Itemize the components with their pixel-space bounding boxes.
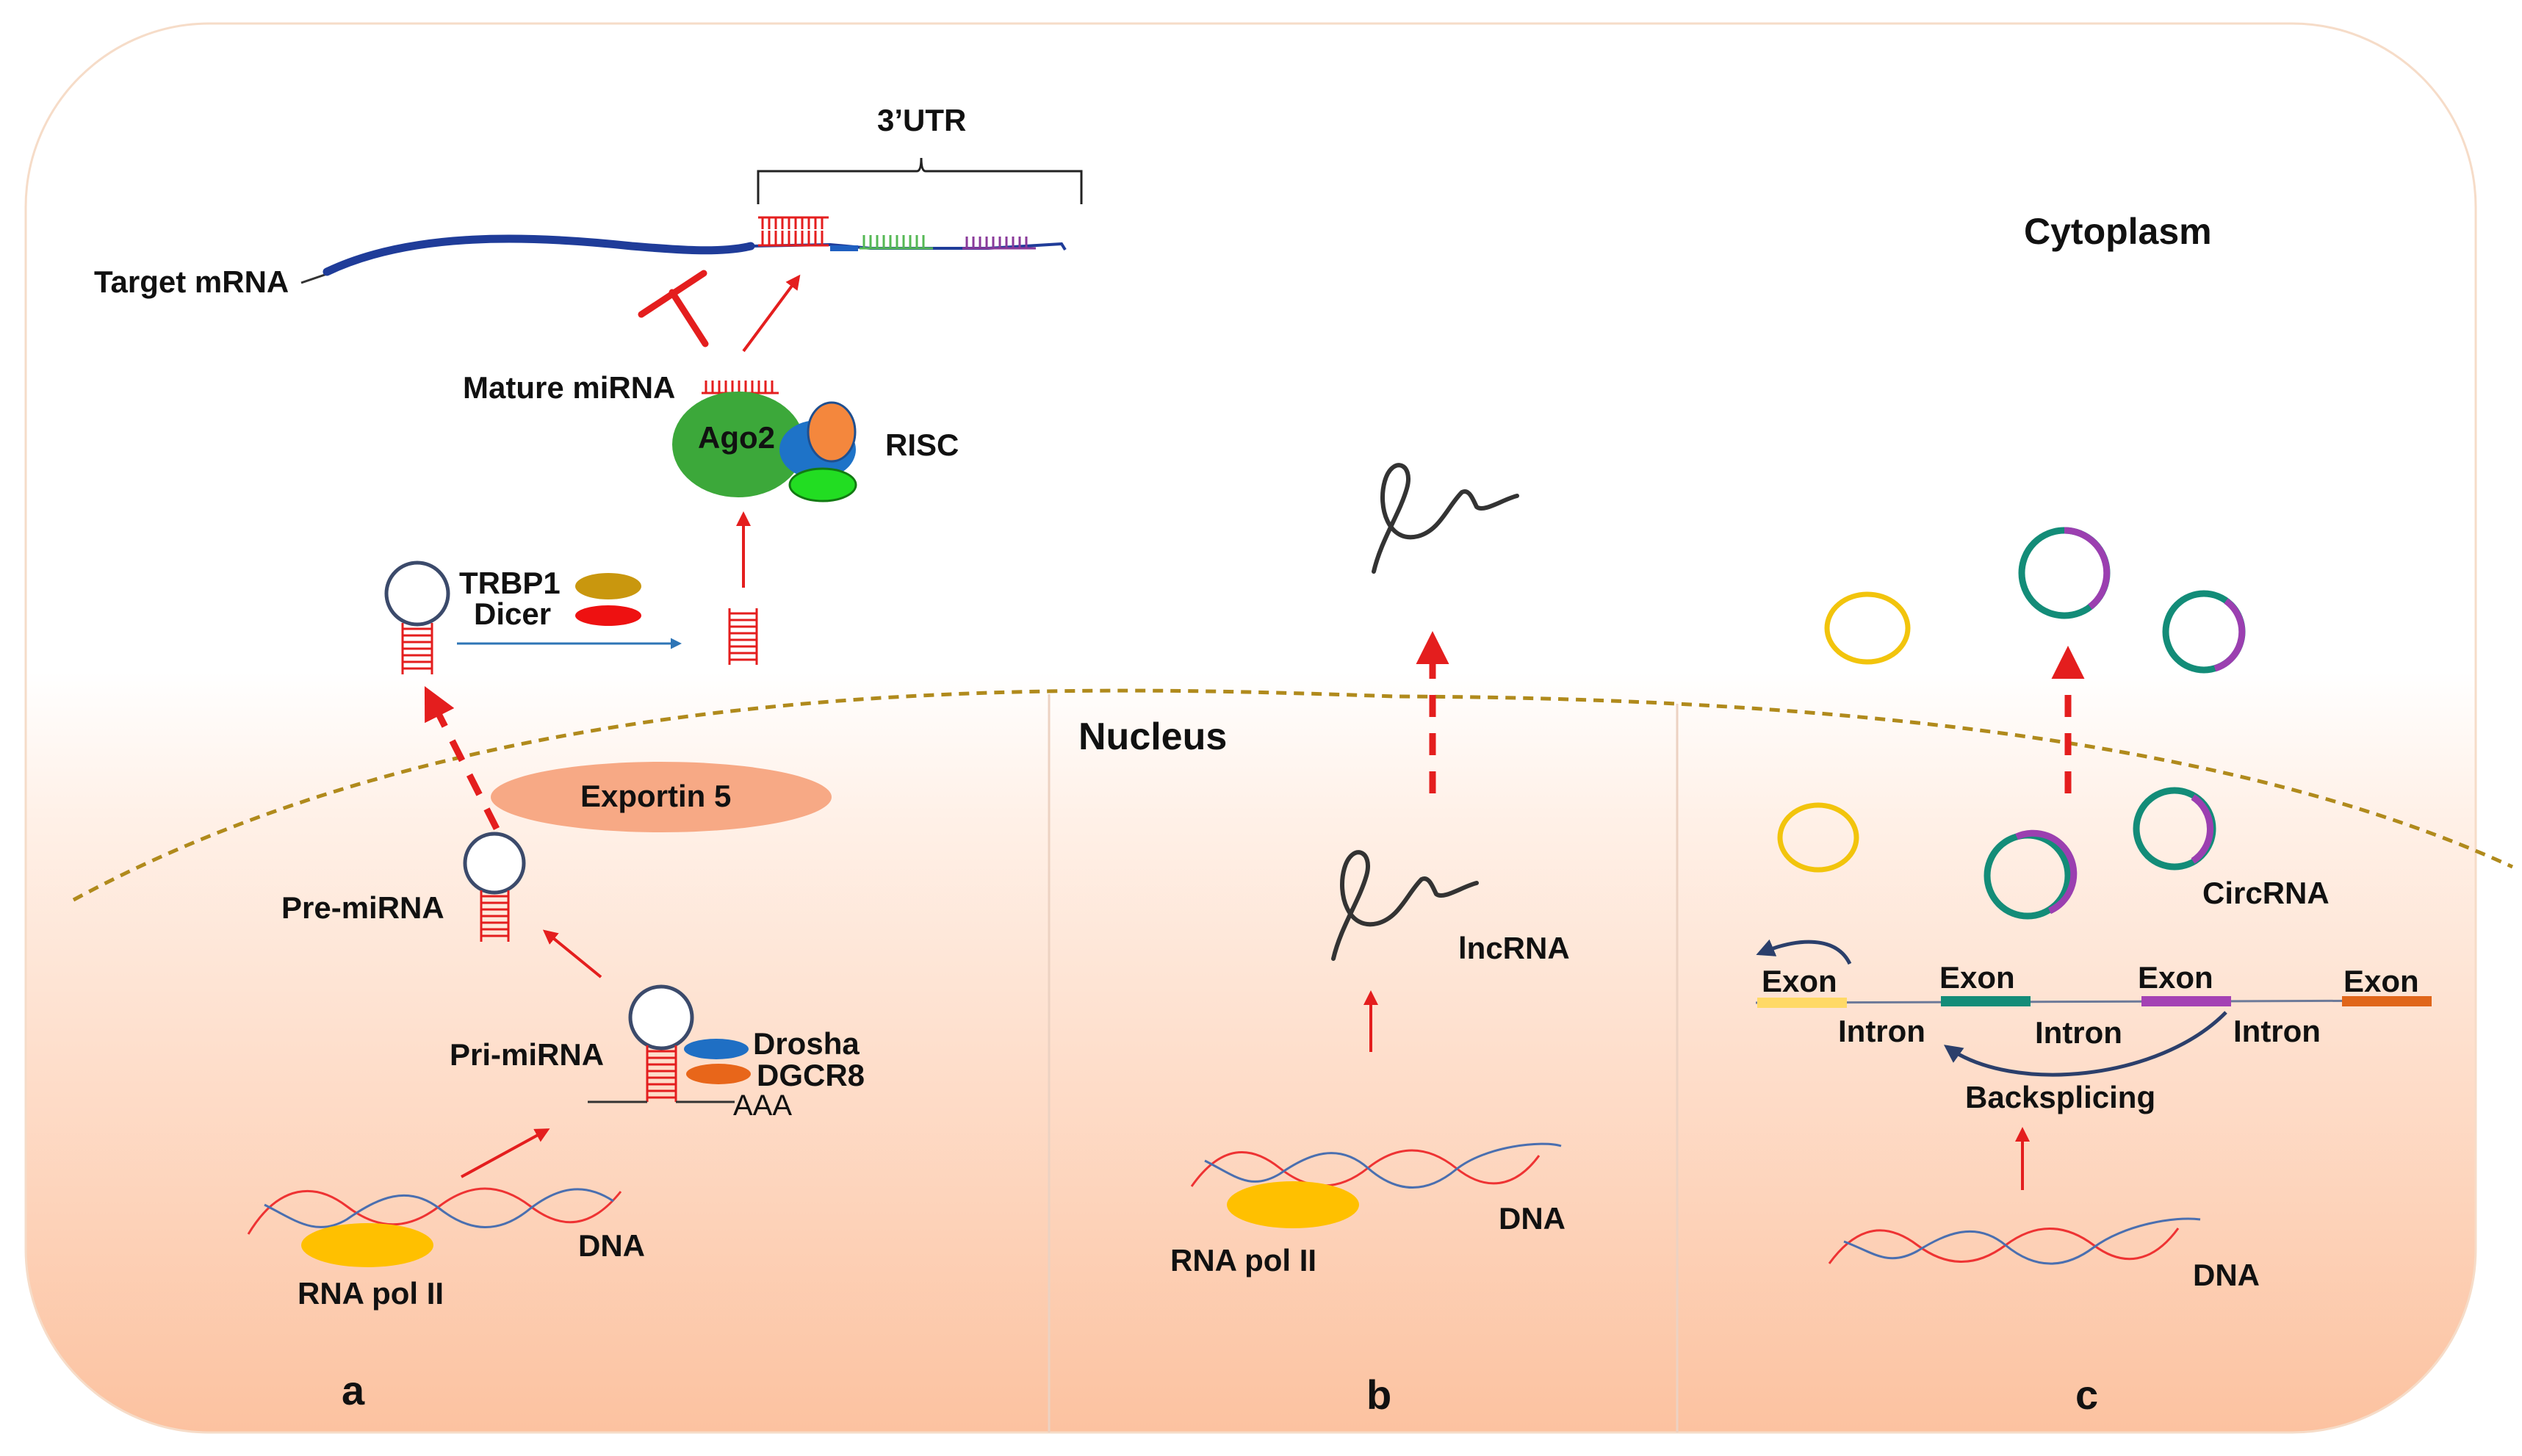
intron-label-1: Intron (1838, 1014, 1925, 1048)
nuclear-export-arrow (424, 685, 500, 831)
circrna-teal-purple-3 (1984, 829, 2078, 920)
inhibition-arrow (638, 270, 709, 347)
dna-helix-b (1190, 1142, 1562, 1189)
risc-orange-subunit (807, 401, 857, 463)
dna-label-c: DNA (2193, 1258, 2260, 1292)
circrna-teal-purple-1 (2018, 527, 2111, 619)
exon-yellow (1757, 998, 1847, 1008)
rna-pol-ii-a (301, 1223, 433, 1267)
rna-pol-ii-label-a: RNA pol II (298, 1276, 444, 1311)
utr-site-green (860, 235, 933, 250)
dgcr8-protein (686, 1064, 751, 1084)
target-mrna-label: Target mRNA (94, 264, 289, 299)
cytoplasmic-pre-mirna (384, 561, 450, 674)
nuclear-lncrna (1331, 850, 1479, 961)
target-mrna-strand (323, 234, 755, 276)
exon-label-1: Exon (1762, 964, 1837, 998)
transcription-arrow-a (461, 1128, 550, 1178)
exon-teal (1941, 996, 2031, 1006)
poly-a-tail-label: AAA (733, 1089, 792, 1122)
pre-mrna-backbone (1755, 999, 2432, 1004)
pri-mirna (588, 984, 735, 1103)
exon-label-2: Exon (1939, 960, 2015, 995)
circrna-teal-purple-2 (2162, 590, 2246, 674)
exportin5-protein (491, 762, 832, 832)
dicer-label: Dicer (474, 597, 551, 631)
ago2-protein (672, 392, 804, 497)
rna-pol-ii-b (1227, 1181, 1359, 1228)
dna-helix-c (1828, 1217, 2201, 1265)
utr-label: 3’UTR (877, 103, 966, 137)
trbp1-protein (575, 573, 641, 599)
panel-b-lncrna: lncRNA DNA RNA pol II (1170, 463, 1570, 1277)
exportin5-label: Exportin 5 (580, 779, 731, 813)
dicer-protein (575, 605, 641, 626)
pri-to-pre-arrow (542, 929, 602, 979)
utr-mirna-site-red (758, 216, 829, 247)
pri-mirna-label: Pri-miRNA (450, 1037, 604, 1072)
exon-label-4: Exon (2343, 964, 2419, 998)
circrna-teal-purple-4 (2133, 787, 2216, 871)
panel-label-a: a (342, 1367, 365, 1413)
mature-mirna-label: Mature miRNA (463, 370, 675, 405)
utr-site-purple (962, 237, 1036, 250)
panel-c-circrna: CircRNA Exon Exon Exon Exon Intron Intro… (1755, 527, 2432, 1292)
exon-purple (2141, 996, 2231, 1006)
mirna-duplex (728, 608, 758, 665)
dna-label-b: DNA (1499, 1201, 1566, 1236)
utr-brace (757, 157, 1083, 204)
dna-label-a: DNA (578, 1228, 645, 1263)
exon-orange (2342, 996, 2432, 1006)
panel-label-c: c (2075, 1372, 2098, 1418)
drosha-protein (684, 1039, 749, 1059)
dna-helix-a (247, 1187, 622, 1235)
cell-background (24, 22, 2477, 1434)
ago2-label: Ago2 (698, 420, 775, 455)
dgcr8-label: DGCR8 (757, 1058, 865, 1092)
rna-pol-ii-label-b: RNA pol II (1170, 1243, 1316, 1277)
risc-green-subunit (788, 467, 857, 502)
exon-label-3: Exon (2138, 960, 2213, 995)
circrna-yellow-nuc (1777, 802, 1859, 873)
circrna-label: CircRNA (2202, 876, 2330, 910)
splice-out-arrow (1756, 939, 1852, 965)
nuclear-membrane (72, 688, 2514, 902)
circrna-yellow-cyto (1824, 591, 1911, 665)
panel-label-b: b (1366, 1372, 1391, 1418)
cytoplasm-label: Cytoplasm (2024, 211, 2212, 252)
panel-a-mirna: 3’UTR Target mRNA Mature miRNA (94, 103, 1083, 1311)
activation-arrow (742, 274, 801, 353)
risc-label: RISC (885, 428, 959, 462)
intron-label-2: Intron (2035, 1015, 2122, 1050)
nuclear-pre-mirna (463, 832, 526, 942)
nucleus-label: Nucleus (1078, 716, 1227, 758)
backsplicing-arrow (1943, 1011, 2227, 1077)
cytoplasmic-lncrna (1372, 463, 1519, 574)
intron-label-3: Intron (2233, 1014, 2321, 1048)
drosha-label: Drosha (753, 1026, 860, 1061)
pre-mirna-label: Pre-miRNA (281, 890, 444, 925)
trbp1-label: TRBP1 (459, 566, 561, 600)
lncrna-label: lncRNA (1458, 931, 1570, 965)
backsplicing-label: Backsplicing (1965, 1080, 2155, 1114)
